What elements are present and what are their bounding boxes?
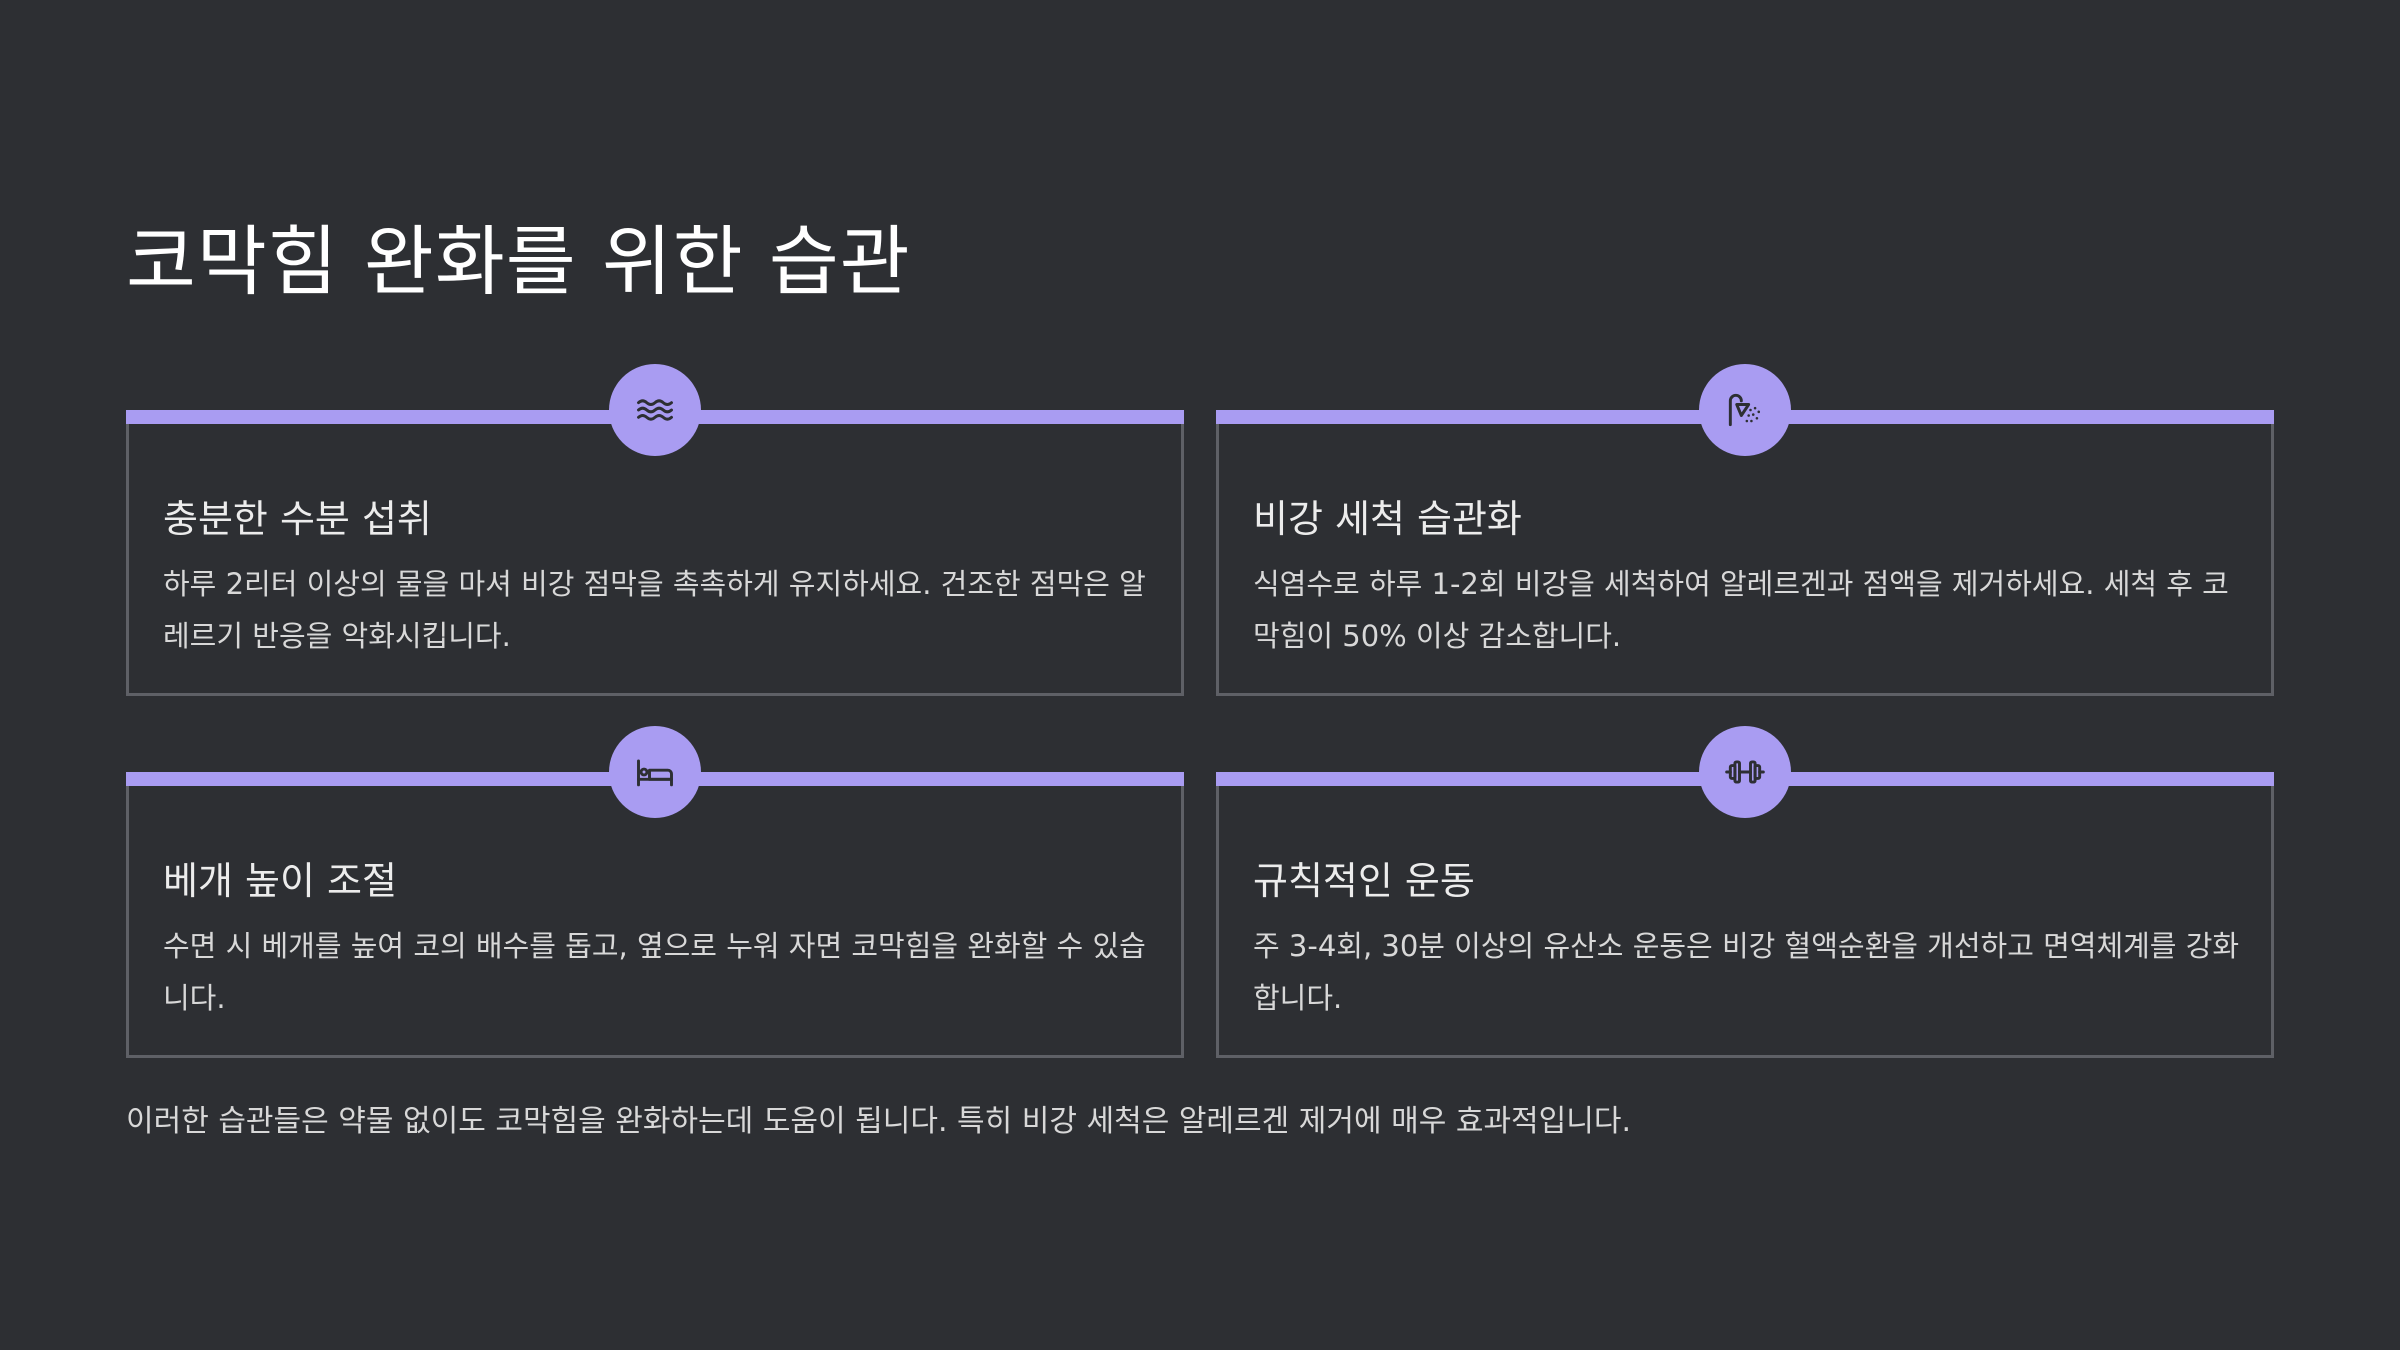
card-title: 규칙적인 운동 xyxy=(1253,859,1475,903)
card-title: 비강 세척 습관화 xyxy=(1253,497,1522,541)
card-title: 충분한 수분 섭취 xyxy=(163,497,432,541)
shower-icon xyxy=(1699,364,1791,456)
card-description: 주 3-4회, 30분 이상의 유산소 운동은 비강 혈액순환을 개선하고 면역… xyxy=(1253,929,2240,1015)
habit-card-pillow: 베개 높이 조절 수면 시 베개를 높여 코의 배수를 돕고, 옆으로 누워 자… xyxy=(126,726,1184,1058)
card-description: 하루 2리터 이상의 물을 마셔 비강 점막을 촉촉하게 유지하세요. 건조한 … xyxy=(163,567,1146,653)
card-description: 수면 시 베개를 높여 코의 배수를 돕고, 옆으로 누워 자면 코막힘을 완화… xyxy=(163,929,1146,1015)
habit-card-exercise: 규칙적인 운동 주 3-4회, 30분 이상의 유산소 운동은 비강 혈액순환을… xyxy=(1216,726,2274,1058)
water-waves-icon xyxy=(609,364,701,456)
dumbbell-icon xyxy=(1699,726,1791,818)
page-title: 코막힘 완화를 위한 습관 xyxy=(126,217,911,306)
bed-icon xyxy=(609,726,701,818)
card-description: 식염수로 하루 1-2회 비강을 세척하여 알레르겐과 점액을 제거하세요. 세… xyxy=(1253,567,2229,653)
habit-card-hydration: 충분한 수분 섭취 하루 2리터 이상의 물을 마셔 비강 점막을 촉촉하게 유… xyxy=(126,364,1184,696)
habit-card-nasal-rinse: 비강 세척 습관화 식염수로 하루 1-2회 비강을 세척하여 알레르겐과 점액… xyxy=(1216,364,2274,696)
card-title: 베개 높이 조절 xyxy=(163,859,397,903)
summary-note: 이러한 습관들은 약물 없이도 코막힘을 완화하는데 도움이 됩니다. 특히 비… xyxy=(126,1104,1631,1139)
